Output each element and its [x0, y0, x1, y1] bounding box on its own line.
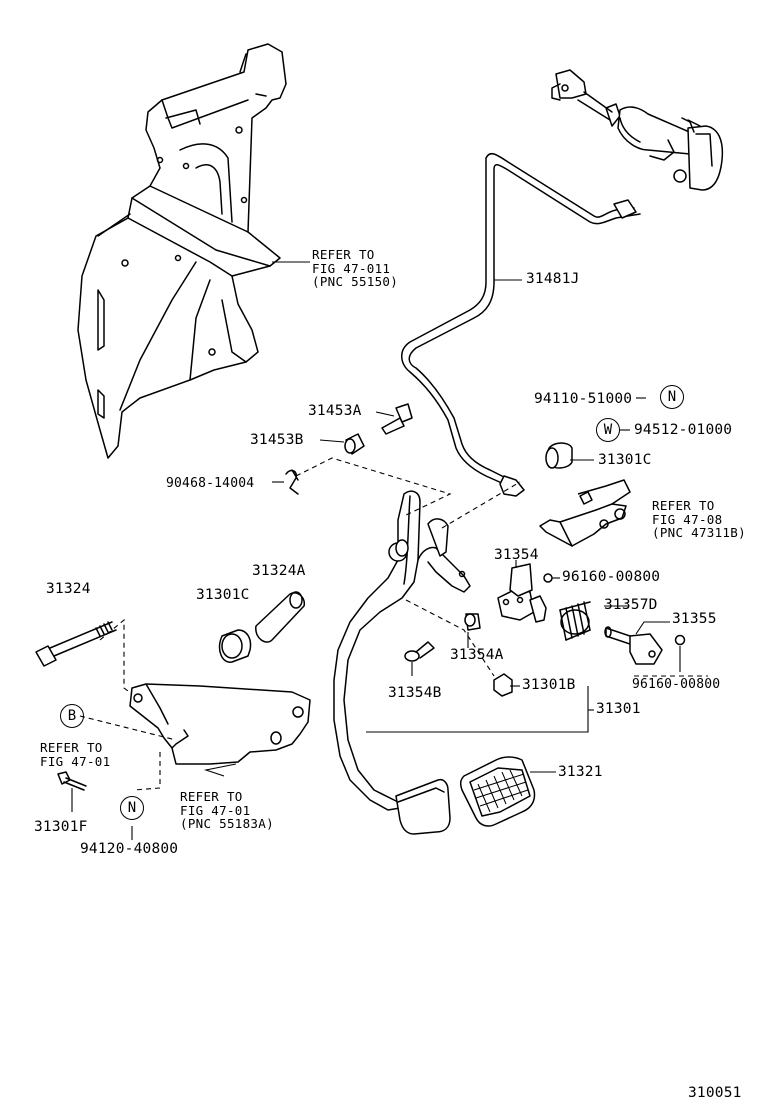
- collar-31324A: [255, 591, 306, 643]
- part-label-31301C-mid: 31301C: [196, 587, 250, 603]
- leader-lines: [71, 261, 708, 840]
- pedal-bracket-drawing: [77, 43, 287, 459]
- part-label-31301F: 31301F: [34, 819, 88, 835]
- clutch-pedal-arm-drawing: [333, 490, 471, 835]
- part-label-31301B: 31301B: [522, 677, 576, 693]
- marker-n-top: N: [660, 385, 684, 409]
- part-label-31481J: 31481J: [526, 271, 580, 287]
- part-label-31354A: 31354A: [450, 647, 504, 663]
- reference-note-clutch-line: REFER TO FIG 47-08 (PNC 47311B): [652, 498, 746, 540]
- clutch-master-cylinder-drawing: [551, 69, 724, 191]
- clip-90468: [285, 469, 299, 495]
- cushion-31453B: [344, 433, 365, 455]
- part-label-31301C-top: 31301C: [598, 452, 652, 468]
- small-parts: [404, 613, 513, 697]
- part-label-31453A: 31453A: [308, 403, 362, 419]
- bushing-31301C-mid: [218, 629, 252, 663]
- part-label-31453B: 31453B: [250, 432, 304, 448]
- marker-n-bottom: N: [120, 796, 144, 820]
- reference-note-bracket: REFER TO FIG 47-011 (PNC 55150): [312, 247, 399, 289]
- bushing-31301C-top: [545, 442, 573, 469]
- part-label-31354: 31354: [494, 547, 539, 563]
- part-label-31354B: 31354B: [388, 685, 442, 701]
- pedal-pad-31321: [459, 756, 536, 827]
- part-label-90468-14004: 90468-14004: [166, 476, 255, 491]
- pin-31453A: [381, 403, 413, 435]
- diagram-id: 310051: [688, 1085, 742, 1101]
- reference-note-support: REFER TO FIG 47-01 (PNC 55183A): [180, 789, 274, 831]
- clutch-pipe-drawing: [401, 152, 641, 497]
- spring-seat-31354: [497, 563, 547, 623]
- bolt-31324: [35, 621, 117, 667]
- part-label-94120-40800: 94120-40800: [80, 841, 179, 857]
- part-label-96160-00800-a: 96160-00800: [562, 569, 661, 585]
- part-label-94110-51000: 94110-51000: [534, 391, 633, 407]
- reference-note-marker-b: REFER TO FIG 47-01: [40, 740, 111, 769]
- rod-31355: [604, 626, 663, 665]
- marker-b: B: [60, 704, 84, 728]
- spring-31357D: [559, 601, 591, 641]
- part-label-31324: 31324: [46, 581, 91, 597]
- marker-w: W: [596, 418, 620, 442]
- part-label-31357D: 31357D: [604, 597, 658, 613]
- pedal-support-plate: [129, 683, 311, 765]
- part-label-31321: 31321: [558, 764, 603, 780]
- part-label-31301: 31301: [596, 701, 641, 717]
- bolt-31301F: [57, 771, 87, 791]
- part-label-94512-01000: 94512-01000: [634, 422, 733, 438]
- part-label-96160-00800-b: 96160-00800: [632, 677, 721, 692]
- part-label-31324A: 31324A: [252, 563, 306, 579]
- clutch-line-bracket-drawing: [539, 479, 631, 547]
- part-label-31355: 31355: [672, 611, 717, 627]
